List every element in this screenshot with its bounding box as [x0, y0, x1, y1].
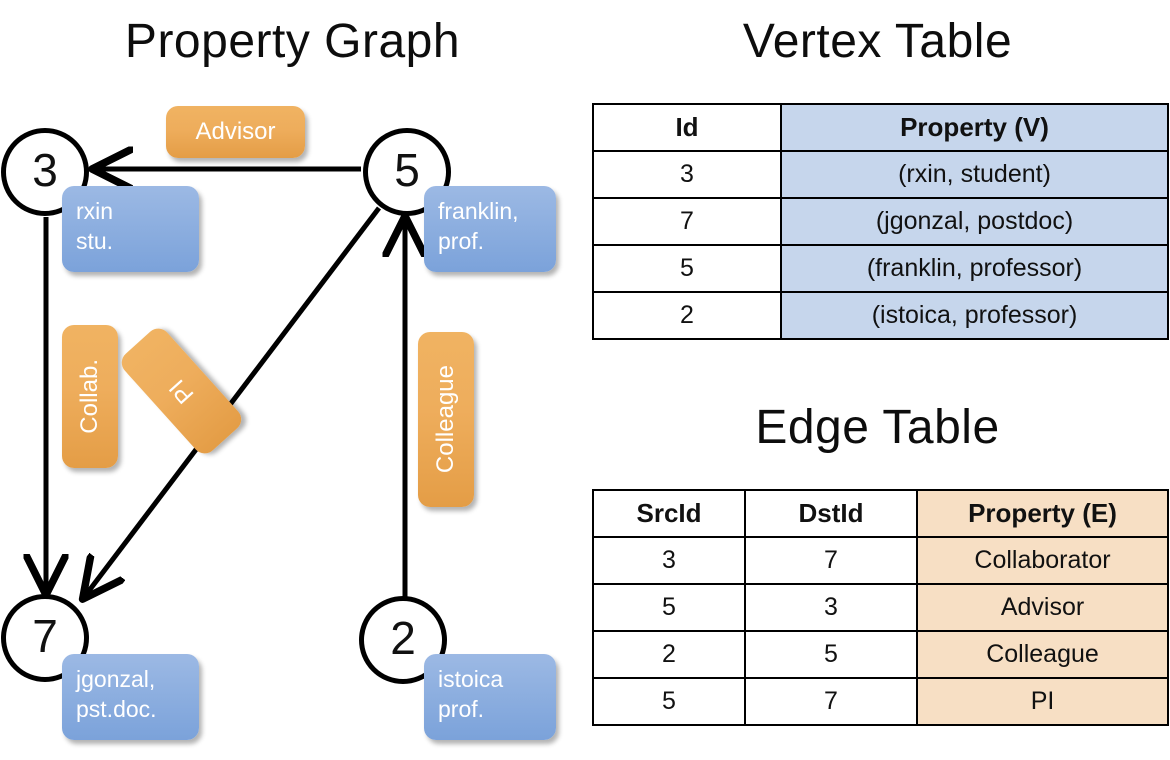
table-row[interactable]: 2 5 Colleague	[592, 630, 1169, 679]
property-graph-diagram: 3 5 7 2 rxin stu. franklin, prof. jgonza…	[0, 0, 585, 760]
graph-node-3-label: 3	[32, 144, 58, 196]
node-property-box-3: rxin stu.	[62, 186, 199, 272]
node-property-line: prof.	[438, 695, 485, 722]
edge-table-header-srcid: SrcId	[592, 489, 746, 538]
edge-property-cell: PI	[916, 677, 1169, 726]
edge-dst-cell: 3	[744, 583, 918, 632]
vertex-table: Id Property (V) 3 (rxin, student) 7 (jgo…	[592, 103, 1169, 340]
edge-dst-cell: 7	[744, 536, 918, 585]
vertex-property-cell: (istoica, professor)	[780, 291, 1169, 340]
vertex-table-header-id: Id	[592, 103, 782, 152]
page-title-vertex-table: Vertex Table	[742, 15, 1013, 68]
vertex-id-cell: 7	[592, 197, 782, 246]
table-row[interactable]: 3 (rxin, student)	[592, 150, 1169, 199]
edge-src-cell: 3	[592, 536, 746, 585]
vertex-id-cell: 5	[592, 244, 782, 293]
edge-property-cell: Collaborator	[916, 536, 1169, 585]
page-title-property-graph: Property Graph	[124, 15, 461, 68]
node-property-line: stu.	[76, 227, 114, 254]
edge-dst-cell: 5	[744, 630, 918, 679]
edge-src-cell: 5	[592, 677, 746, 726]
vertex-property-cell: (franklin, professor)	[780, 244, 1169, 293]
edge-label-advisor: Advisor	[166, 106, 305, 158]
graph-edge-arrows	[0, 0, 585, 760]
edge-table: SrcId DstId Property (E) 3 7 Collaborato…	[592, 489, 1169, 726]
graph-node-2[interactable]: 2	[359, 596, 447, 684]
vertex-property-cell: (rxin, student)	[780, 150, 1169, 199]
node-property-box-5: franklin, prof.	[424, 186, 556, 272]
node-property-line: jgonzal,	[76, 666, 156, 692]
table-row[interactable]: 3 7 Collaborator	[592, 536, 1169, 585]
edge-table-header-dstid: DstId	[744, 489, 918, 538]
edge-arrow-pi	[85, 206, 381, 596]
node-property-line: istoica	[438, 666, 504, 692]
edge-label-collab: Collab.	[62, 325, 118, 468]
table-row[interactable]: 7 (jgonzal, postdoc)	[592, 197, 1169, 246]
table-row[interactable]: 5 3 Advisor	[592, 583, 1169, 632]
vertex-property-cell: (jgonzal, postdoc)	[780, 197, 1169, 246]
node-property-line: franklin,	[438, 198, 519, 224]
edge-dst-cell: 7	[744, 677, 918, 726]
vertex-id-cell: 2	[592, 291, 782, 340]
node-property-line: prof.	[438, 227, 485, 254]
vertex-id-cell: 3	[592, 150, 782, 199]
table-header-row: Id Property (V)	[592, 103, 1169, 152]
node-property-box-7: jgonzal, pst.doc.	[62, 654, 199, 740]
edge-src-cell: 2	[592, 630, 746, 679]
table-row[interactable]: 5 7 PI	[592, 677, 1169, 726]
edge-label-colleague: Colleague	[418, 332, 474, 507]
node-property-box-2: istoica prof.	[424, 654, 556, 740]
graph-node-2-label: 2	[390, 612, 416, 664]
node-property-line: pst.doc.	[76, 695, 157, 722]
graph-node-5-label: 5	[394, 144, 420, 196]
edge-src-cell: 5	[592, 583, 746, 632]
node-property-line: rxin	[76, 198, 114, 224]
table-row[interactable]: 2 (istoica, professor)	[592, 291, 1169, 340]
edge-property-cell: Colleague	[916, 630, 1169, 679]
edge-property-cell: Advisor	[916, 583, 1169, 632]
table-header-row: SrcId DstId Property (E)	[592, 489, 1169, 538]
graph-node-7-label: 7	[32, 610, 58, 662]
table-row[interactable]: 5 (franklin, professor)	[592, 244, 1169, 293]
edge-table-header-property: Property (E)	[916, 489, 1169, 538]
page-title-edge-table: Edge Table	[755, 401, 1000, 454]
vertex-table-header-property: Property (V)	[780, 103, 1169, 152]
